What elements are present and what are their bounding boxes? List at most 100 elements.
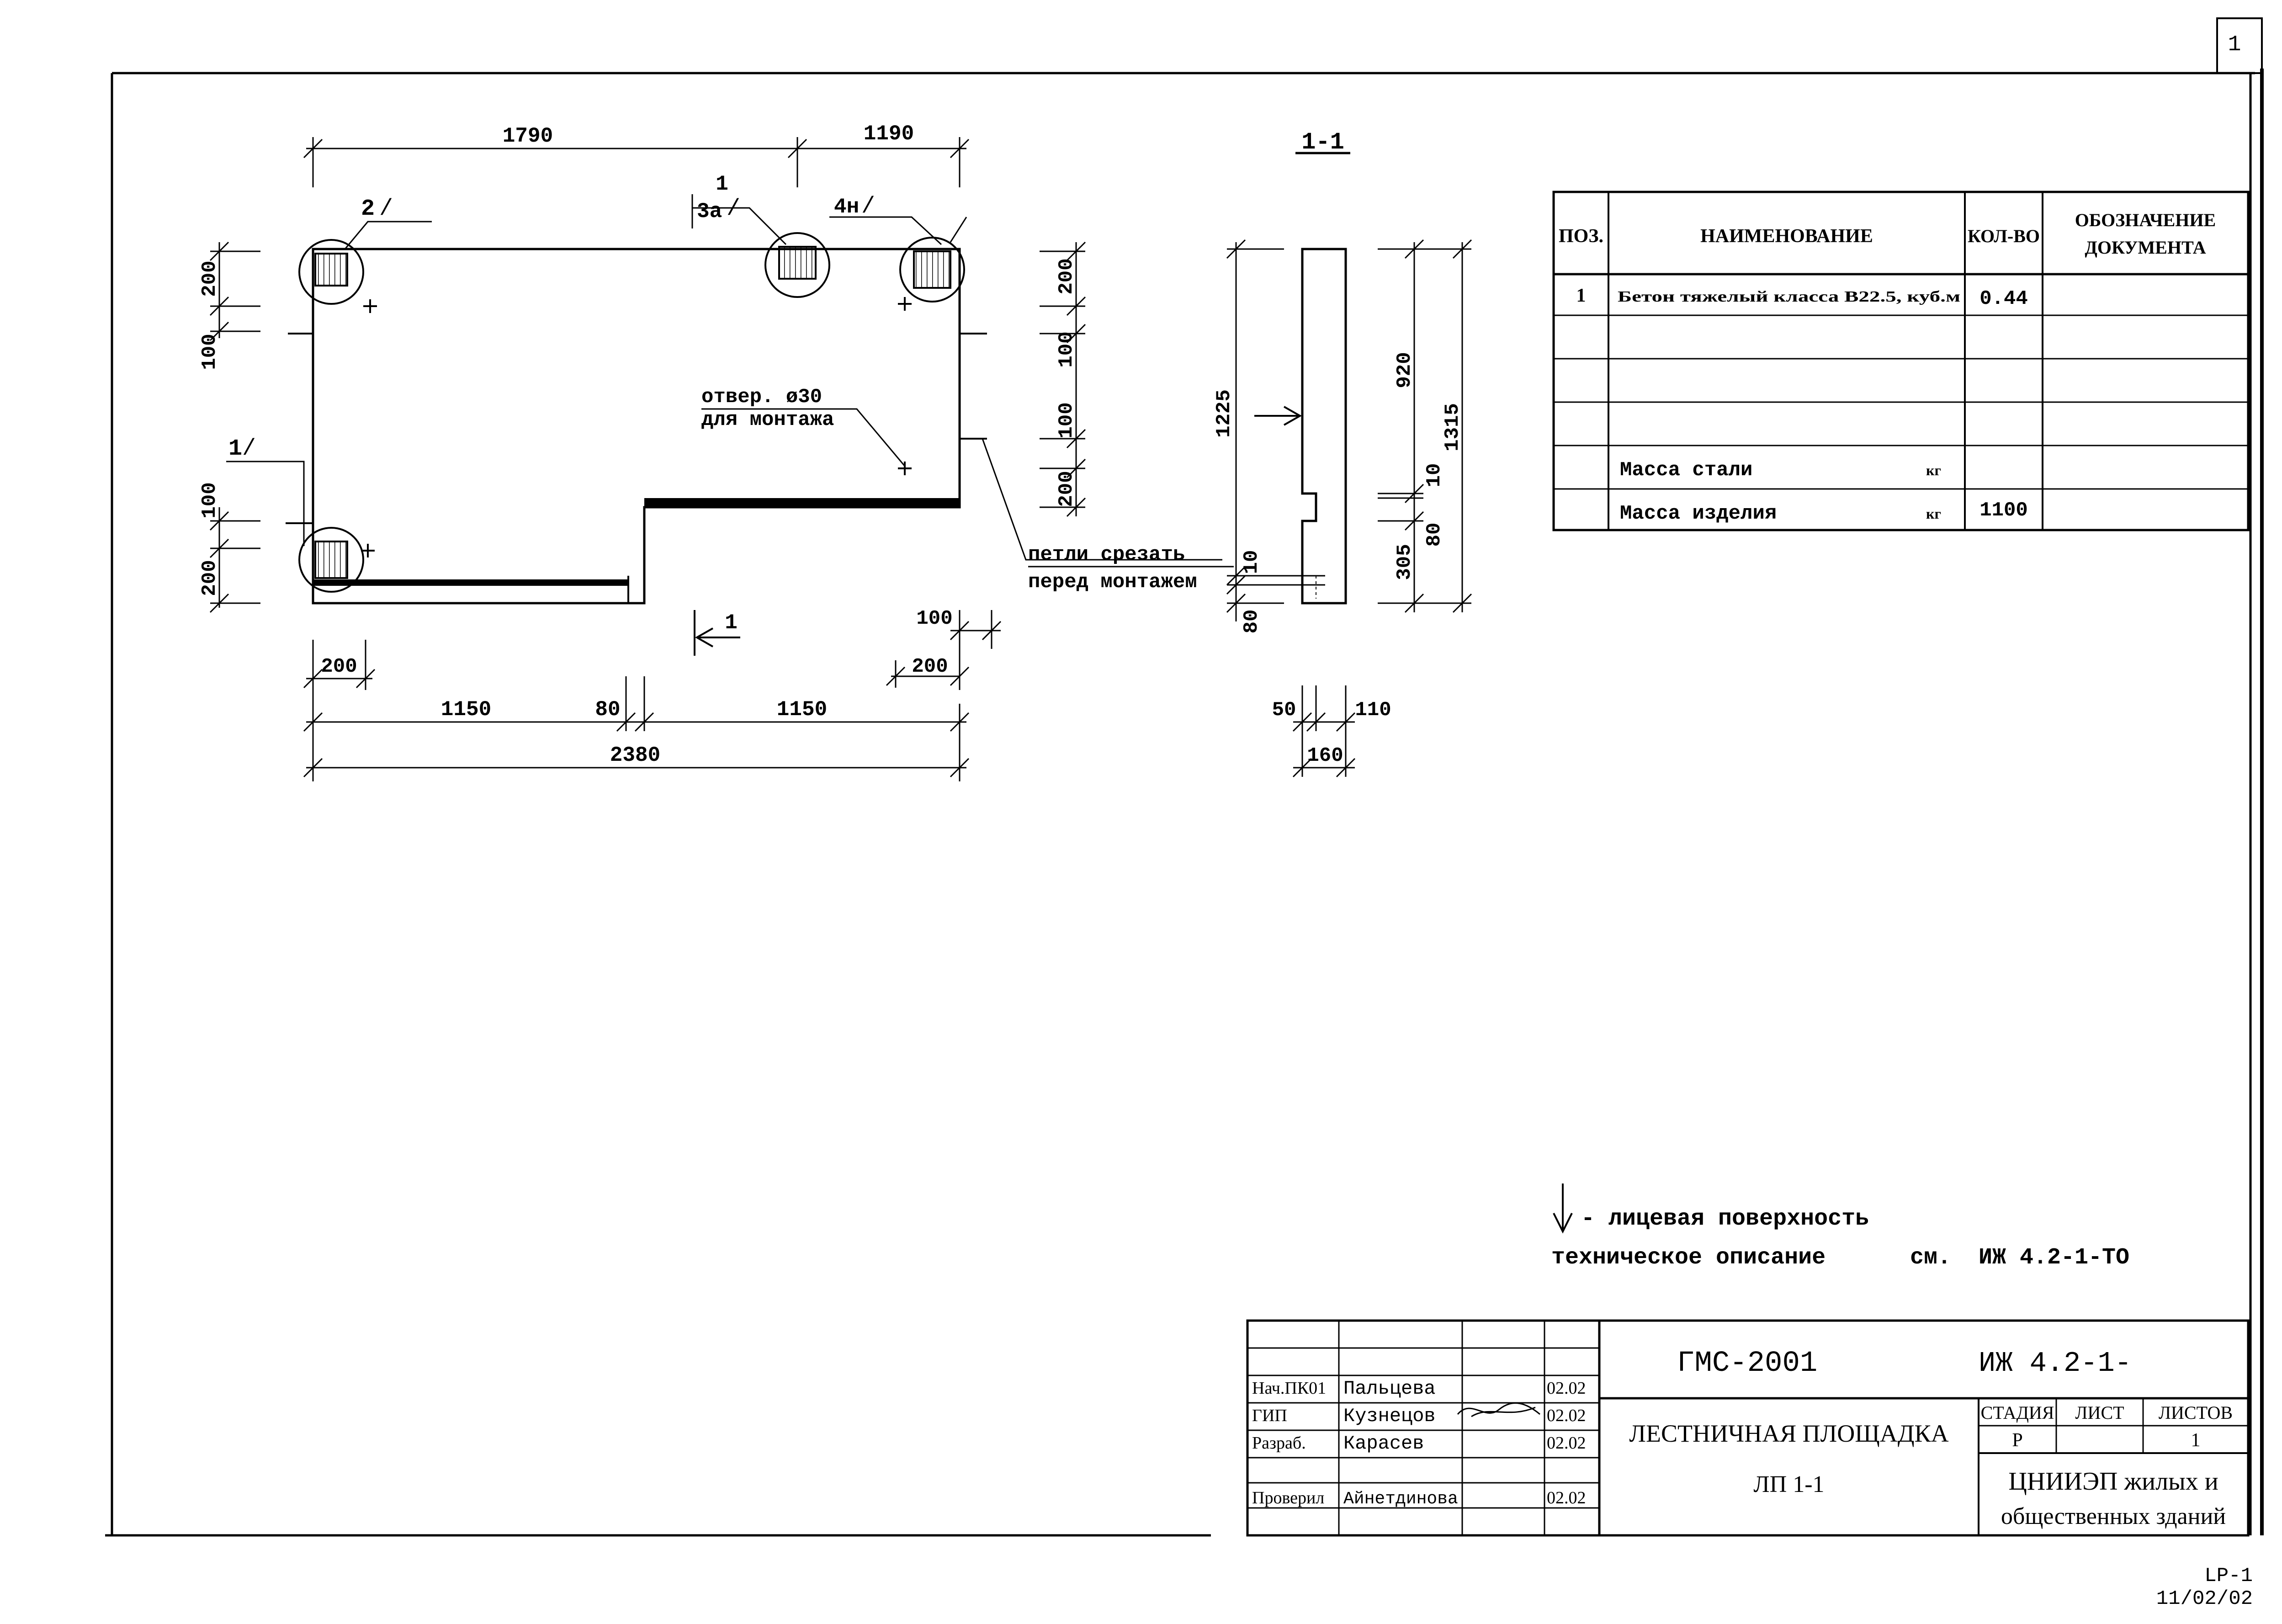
plan-dim-right-200-top: 200 xyxy=(1055,258,1078,294)
corner-sheet-mark: 1 xyxy=(2228,32,2241,57)
spec-product-unit: кг xyxy=(1926,505,1941,522)
person-role-1: ГИП xyxy=(1252,1406,1287,1425)
spec-header-pos: ПОЗ. xyxy=(1559,226,1603,247)
spec-steel-label: Масса стали xyxy=(1620,459,1752,482)
section-title: 1-1 xyxy=(1301,129,1344,156)
plan-dim-right-200: 200 xyxy=(912,655,948,678)
title-sheets-header: ЛИСТОВ xyxy=(2159,1402,2233,1423)
plan-view: 1790 1190 200 100 100 200 xyxy=(198,122,1234,781)
section-dim-1315: 1315 xyxy=(1441,403,1464,451)
hole-note-line1: отвер. ø30 xyxy=(701,386,822,409)
section-dim-920: 920 xyxy=(1393,352,1416,388)
section-mark-bottom: 1 xyxy=(725,611,738,635)
callout-slash-4n: / xyxy=(861,194,875,220)
person-name-2: Карасев xyxy=(1343,1433,1424,1454)
callout-pos-3a: 3а xyxy=(697,200,722,223)
callout-slash-1: / xyxy=(242,436,256,462)
plan-dim-bottom-80: 80 xyxy=(595,698,620,722)
spec-product-value: 1100 xyxy=(1980,499,2028,522)
plan-callout-leaders xyxy=(226,194,967,546)
section-dim-50: 50 xyxy=(1272,699,1296,722)
section-dim-right-10: 10 xyxy=(1423,463,1446,488)
title-sheet-header: ЛИСТ xyxy=(2075,1402,2124,1423)
loop-note-line2: перед монтажем xyxy=(1028,571,1197,594)
plan-dim-right xyxy=(1040,241,1086,517)
plan-dim-right-100: 100 xyxy=(916,607,952,630)
person-role-0: Нач.ПК01 xyxy=(1252,1379,1326,1398)
plan-face-edge-right xyxy=(644,498,960,506)
title-code: ИЖ 4.2-1- xyxy=(1979,1347,2132,1380)
plan-dim-top xyxy=(303,137,970,187)
note-line2-see: см. xyxy=(1910,1245,1951,1271)
plan-dim-left-200-top: 200 xyxy=(198,260,221,297)
person-name-3: Айнетдинова xyxy=(1343,1489,1458,1509)
person-role-2: Разраб. xyxy=(1252,1433,1306,1453)
section-cut-mark-bottom xyxy=(694,610,740,656)
spec-header-doc-line1: ОБОЗНАЧЕНИЕ xyxy=(2075,210,2216,230)
plan-dim-right-100-top: 100 xyxy=(1055,331,1078,367)
title-stage: Р xyxy=(2012,1430,2022,1451)
loop-stubs xyxy=(286,333,987,524)
plan-dim-left-100-top: 100 xyxy=(198,334,221,370)
spec-header-qty: КОЛ-ВО xyxy=(1968,226,2040,246)
spec-product-label: Масса изделия xyxy=(1620,502,1777,525)
plan-dim-bottom-1150-right: 1150 xyxy=(777,698,827,722)
person-role-3: Проверил xyxy=(1252,1488,1324,1507)
notes: - лицевая поверхность техническое описан… xyxy=(1551,1184,2129,1271)
section-mark-top: 1 xyxy=(716,172,728,196)
plan-dim-bottom-1150-left: 1150 xyxy=(441,698,491,722)
person-date-3: 02.02 xyxy=(1547,1488,1586,1507)
section-dim-110: 110 xyxy=(1355,699,1391,722)
callout-pos-1: 1 xyxy=(228,436,242,462)
callout-slash-2: / xyxy=(379,196,393,222)
plan-dim-bottom-200: 200 xyxy=(321,655,357,678)
loop-circle-top-left xyxy=(298,239,364,305)
section-dim-right xyxy=(1378,239,1472,613)
title-sheets: 1 xyxy=(2191,1430,2201,1451)
note-line1: - лицевая поверхность xyxy=(1581,1206,1869,1232)
section-dim-1225: 1225 xyxy=(1213,389,1236,438)
note-line2: техническое описание xyxy=(1551,1245,1826,1271)
callout-pos-2: 2 xyxy=(361,196,375,222)
loop-circle-bottom-left xyxy=(298,527,364,593)
section-dim-left-10: 10 xyxy=(1240,550,1263,574)
spec-row1-qty: 0.44 xyxy=(1980,287,2028,310)
title-project: ГМС-2001 xyxy=(1677,1347,1817,1380)
title-stage-header: СТАДИЯ xyxy=(1981,1402,2054,1423)
person-name-0: Пальцева xyxy=(1343,1378,1436,1400)
plan-dim-right-small xyxy=(886,610,1002,690)
face-surface-arrow-icon xyxy=(1553,1184,1573,1234)
plan-dim-left-100-bottom: 100 xyxy=(198,482,221,518)
hole-note-line2: для монтажа xyxy=(701,409,834,431)
person-date-2: 02.02 xyxy=(1547,1433,1586,1453)
title-block: ГМС-2001 ИЖ 4.2-1- ЛЕСТНИЧНАЯ ПЛОЩАДКА Л… xyxy=(1246,1319,2250,1537)
title-org-line2: общественных зданий xyxy=(2001,1503,2226,1529)
person-name-1: Кузнецов xyxy=(1343,1405,1436,1427)
section-dim-left xyxy=(1226,239,1325,621)
plan-face-edge-left xyxy=(313,579,628,586)
section-dim-160: 160 xyxy=(1307,744,1343,767)
hole-note-leader xyxy=(701,408,906,467)
plan-dim-bottom-2380: 2380 xyxy=(610,743,660,767)
note-line2-ref: ИЖ 4.2-1-ТО xyxy=(1979,1245,2129,1271)
plan-outline xyxy=(312,248,961,605)
plan-dim-bottom xyxy=(303,640,970,781)
section-dim-bottom xyxy=(1292,685,1356,778)
drawing-frame xyxy=(105,17,2264,1537)
plan-dim-right-200-bottom: 200 xyxy=(1055,471,1078,507)
loop-circle-top-right xyxy=(899,237,965,303)
spec-table: ПОЗ. НАИМЕНОВАНИЕ КОЛ-ВО ОБОЗНАЧЕНИЕ ДОК… xyxy=(1552,191,2250,531)
mounting-hole-markers xyxy=(361,297,912,557)
stamp-line2: 11/02/02 xyxy=(2156,1587,2253,1610)
section-view: 1-1 1225 10 80 xyxy=(1213,129,1472,778)
title-line2: ЛП 1-1 xyxy=(1753,1471,1824,1497)
callout-slash-3a: / xyxy=(727,196,740,222)
section-profile xyxy=(1301,248,1347,605)
section-dim-left-80: 80 xyxy=(1240,610,1263,634)
plan-dim-1190: 1190 xyxy=(864,122,914,146)
title-line1: ЛЕСТНИЧНАЯ ПЛОЩАДКА xyxy=(1629,1420,1948,1447)
loop-circle-top-middle xyxy=(764,232,830,298)
plan-dim-right-100-mid: 100 xyxy=(1055,402,1078,438)
section-dim-305: 305 xyxy=(1393,544,1416,580)
